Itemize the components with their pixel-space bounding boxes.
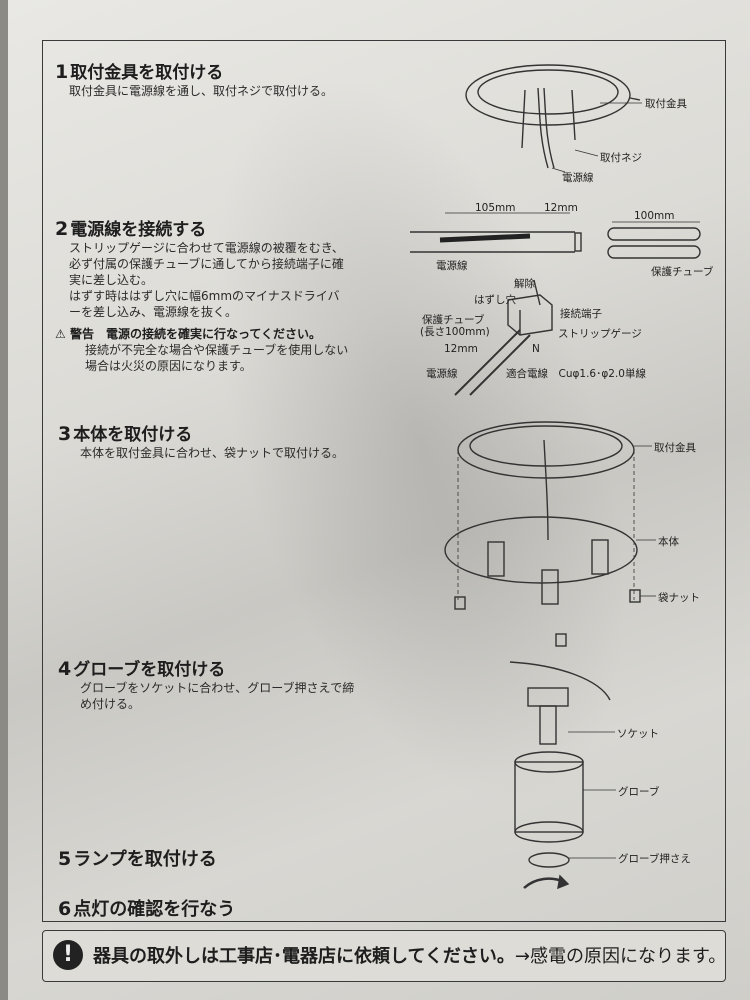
body-line: ーを差し込み、電源線を抜く。 <box>69 305 238 319</box>
label-12mm-2: 12mm <box>444 343 478 355</box>
step-number: 2 <box>55 218 69 240</box>
step-title-text: ランプを取付ける <box>73 849 217 870</box>
warning-triangle-icon: ⚠ <box>55 327 66 341</box>
body-line: 場合は火災の原因になります。 <box>85 359 252 373</box>
warning-body: 接続が不完全な場合や保護チューブを使用しない 場合は火災の原因になります。 <box>85 342 385 374</box>
label-bracket: 取付金具 <box>645 98 687 110</box>
exclamation-icon: ! <box>53 940 83 970</box>
step-3-body: 本体を取付金具に合わせ、袋ナットで取付ける。 <box>80 445 344 461</box>
label-terminal: 接続端子 <box>560 308 602 320</box>
step-number: 6 <box>58 898 72 920</box>
label-body: 本体 <box>658 536 679 548</box>
content-frame <box>42 40 726 922</box>
body-line: 接続が不完全な場合や保護チューブを使用しない <box>85 343 349 357</box>
step-1-body: 取付金具に電源線を通し、取付ネジで取付ける。 <box>69 83 333 99</box>
label-tube-length-2: (長さ100mm) <box>420 326 490 338</box>
step-number: 1 <box>55 61 69 83</box>
body-line: 本体を取付金具に合わせ、袋ナットで取付ける。 <box>80 446 345 460</box>
body-line: はずす時ははずし穴に幅6mmのマイナスドライバ <box>69 289 340 303</box>
body-line: 必ず付属の保護チューブに通してから接続端子に確 <box>69 257 344 271</box>
body-line: 実に差し込む。 <box>69 273 154 287</box>
label-wire: 電源線 <box>562 172 594 184</box>
step-4-body: グローブをソケットに合わせ、グローブ押さえで締 め付ける。 <box>80 680 354 712</box>
label-screw: 取付ネジ <box>600 152 642 164</box>
fig4-globe-drawing <box>509 661 611 890</box>
warning-block: ⚠ 警告 電源の接続を確実に行なってください。 接続が不完全な場合や保護チューブ… <box>55 326 385 374</box>
label-wire: 電源線 <box>436 260 468 272</box>
label-nut: 袋ナット <box>658 592 700 604</box>
warning-title: ⚠ 警告 電源の接続を確実に行なってください。 <box>55 326 385 342</box>
label-hole: はずし穴 <box>474 294 516 306</box>
leader-lines <box>551 102 656 859</box>
label-12mm: 12mm <box>544 202 578 214</box>
label-bracket-3: 取付金具 <box>654 442 696 454</box>
label-tube-length: 保護チューブ <box>422 314 485 326</box>
body-line: 取付金具に電源線を通し、取付ネジで取付ける。 <box>69 84 334 98</box>
step-number: 5 <box>58 848 72 870</box>
step-title-text: 電源線を接続する <box>70 220 207 240</box>
instruction-sheet <box>8 0 750 1000</box>
label-wire-2: 電源線 <box>426 368 458 380</box>
warning-title-text: 警告 電源の接続を確実に行なってください。 <box>69 327 321 341</box>
body-line: ストリップゲージに合わせて電源線の被覆をむき、 <box>69 241 344 255</box>
step-title-text: 取付金具を取付ける <box>70 63 224 83</box>
step-2-body: ストリップゲージに合わせて電源線の被覆をむき、 必ず付属の保護チューブに通してか… <box>69 240 385 320</box>
fig3-body-drawing <box>444 421 641 647</box>
footer-tail: →感電の原因になります。 <box>514 946 727 967</box>
label-release: 解除 <box>514 278 535 290</box>
body-line: グローブをソケットに合わせ、グローブ押さえで締 <box>80 681 355 695</box>
step-number: 4 <box>58 658 72 680</box>
fig2-wire-drawing <box>410 212 701 396</box>
footer-text: 器具の取外しは工事店･電器店に依頼してください。→感電の原因になります。 <box>93 942 726 968</box>
label-retainer: グローブ押さえ <box>618 853 691 865</box>
footer-warning: ! 器具の取外しは工事店･電器店に依頼してください。→感電の原因になります。 <box>42 930 726 982</box>
body-line: め付ける。 <box>80 697 141 711</box>
label-socket: ソケット <box>617 728 659 740</box>
label-spec: 適合電線 Cuφ1.6･φ2.0単線 <box>506 368 646 380</box>
footer-main: 器具の取外しは工事店･電器店に依頼してください。 <box>93 946 515 967</box>
step-title-text: グローブを取付ける <box>73 660 226 680</box>
label-105mm: 105mm <box>475 202 516 214</box>
label-tube: 保護チューブ <box>651 266 714 278</box>
step-title-text: 本体を取付ける <box>73 425 193 445</box>
label-n: N <box>532 343 540 355</box>
label-gauge: ストリップゲージ <box>558 328 642 340</box>
label-globe: グローブ <box>618 786 660 798</box>
fig1-bracket-drawing <box>465 64 641 169</box>
step-number: 3 <box>58 423 72 445</box>
step-title-text: 点灯の確認を行なう <box>73 899 236 920</box>
label-100mm: 100mm <box>634 210 675 222</box>
